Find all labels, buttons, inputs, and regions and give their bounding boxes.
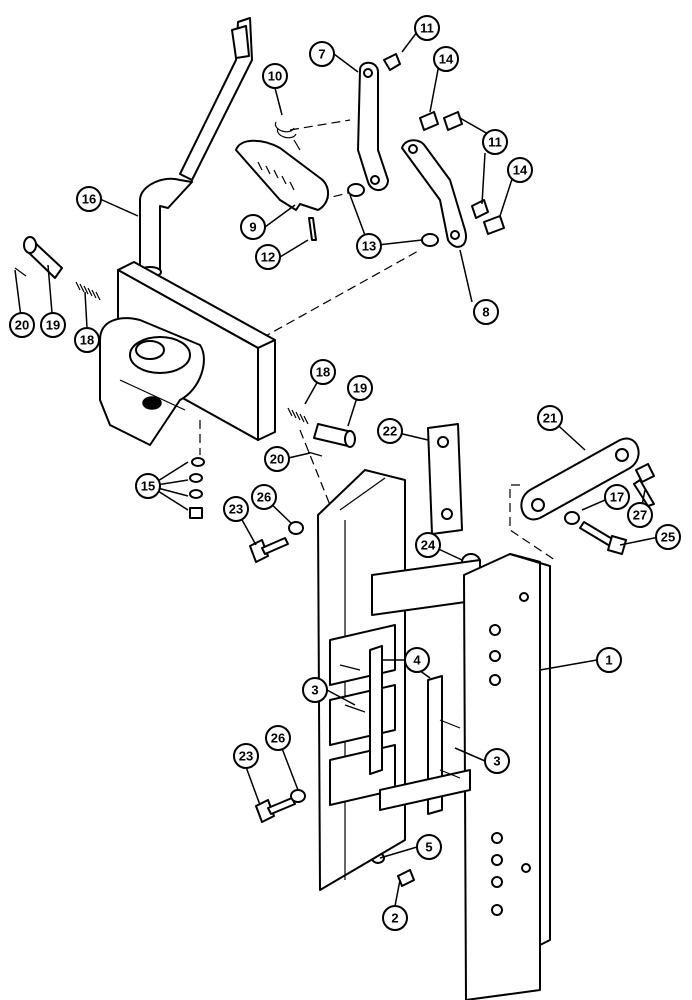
callout-16: 16: [76, 186, 102, 212]
svg-text:24: 24: [421, 538, 436, 553]
callout-9: 9: [240, 214, 266, 240]
strap: [520, 437, 640, 521]
callout-17: 17: [604, 484, 630, 510]
svg-text:20: 20: [270, 452, 284, 467]
spacer-plate: [427, 423, 463, 535]
callout-15: 15: [135, 473, 161, 499]
spring-left: [75, 281, 101, 301]
trigger: [235, 139, 329, 211]
callout-20-right: 20: [264, 446, 290, 472]
latch-housing: [99, 261, 276, 446]
svg-text:22: 22: [383, 424, 397, 439]
callout-23-lower: 23: [233, 743, 259, 769]
callout-27: 27: [627, 502, 653, 528]
callout-4-a: 4: [404, 647, 430, 673]
callout-3-left: 3: [302, 677, 328, 703]
callout-12: 12: [255, 244, 281, 270]
svg-text:18: 18: [316, 365, 330, 380]
svg-text:2: 2: [391, 911, 398, 926]
callout-18-right: 18: [310, 359, 336, 385]
svg-text:13: 13: [362, 239, 376, 254]
svg-text:26: 26: [271, 731, 285, 746]
svg-text:14: 14: [513, 163, 528, 178]
callout-5: 5: [416, 834, 442, 860]
callout-14-top: 14: [433, 46, 459, 72]
callout-20-left: 20: [9, 312, 35, 338]
svg-text:16: 16: [82, 192, 96, 207]
shim-stack: [189, 457, 205, 519]
svg-text:23: 23: [239, 749, 253, 764]
lever-handle: [138, 17, 253, 278]
callout-25: 25: [655, 524, 681, 550]
pin-left: [14, 236, 63, 279]
bushing-upper: [347, 183, 365, 197]
svg-text:21: 21: [543, 411, 557, 426]
svg-text:17: 17: [610, 490, 624, 505]
callout-26-lower: 26: [265, 725, 291, 751]
small-screws: [383, 53, 505, 235]
callout-1: 1: [596, 647, 622, 673]
svg-text:3: 3: [311, 683, 318, 698]
callout-8: 8: [473, 299, 499, 325]
svg-text:19: 19: [46, 318, 60, 333]
callout-24: 24: [415, 532, 441, 558]
roll-pin: [308, 217, 317, 241]
callout-11-top: 11: [414, 15, 440, 41]
svg-text:5: 5: [425, 840, 432, 855]
link-lower: [401, 139, 467, 248]
callout-22: 22: [377, 418, 403, 444]
svg-text:4: 4: [413, 653, 421, 668]
torsion-spring: [274, 121, 301, 151]
callout-14-right: 14: [507, 157, 533, 183]
svg-text:7: 7: [318, 47, 325, 62]
pin-right: [287, 407, 356, 457]
callout-7: 7: [309, 41, 335, 67]
svg-text:9: 9: [249, 220, 256, 235]
callout-19-right: 19: [347, 375, 373, 401]
svg-text:27: 27: [633, 508, 647, 523]
svg-text:1: 1: [605, 653, 612, 668]
callout-23-upper: 23: [223, 496, 249, 522]
callout-26-upper: 26: [251, 484, 277, 510]
bushing-lower: [421, 233, 439, 247]
callout-11-right: 11: [482, 129, 508, 155]
callout-13-a: 13: [356, 233, 382, 259]
svg-text:25: 25: [661, 530, 675, 545]
svg-text:3: 3: [493, 754, 500, 769]
callout-2: 2: [382, 905, 408, 931]
svg-text:19: 19: [353, 381, 367, 396]
svg-text:14: 14: [439, 52, 454, 67]
svg-text:23: 23: [229, 502, 243, 517]
callout-3-right: 3: [484, 748, 510, 774]
svg-text:11: 11: [488, 135, 502, 150]
callout-10: 10: [262, 63, 288, 89]
svg-text:10: 10: [268, 69, 282, 84]
svg-text:8: 8: [482, 305, 489, 320]
callout-19-left: 19: [40, 312, 66, 338]
svg-text:11: 11: [420, 21, 434, 36]
callout-18-left: 18: [74, 327, 100, 353]
svg-text:20: 20: [15, 318, 29, 333]
svg-text:18: 18: [80, 333, 94, 348]
link-upper: [357, 61, 389, 191]
svg-text:15: 15: [141, 479, 155, 494]
svg-text:12: 12: [261, 250, 275, 265]
svg-text:26: 26: [257, 490, 271, 505]
callout-21: 21: [537, 405, 563, 431]
